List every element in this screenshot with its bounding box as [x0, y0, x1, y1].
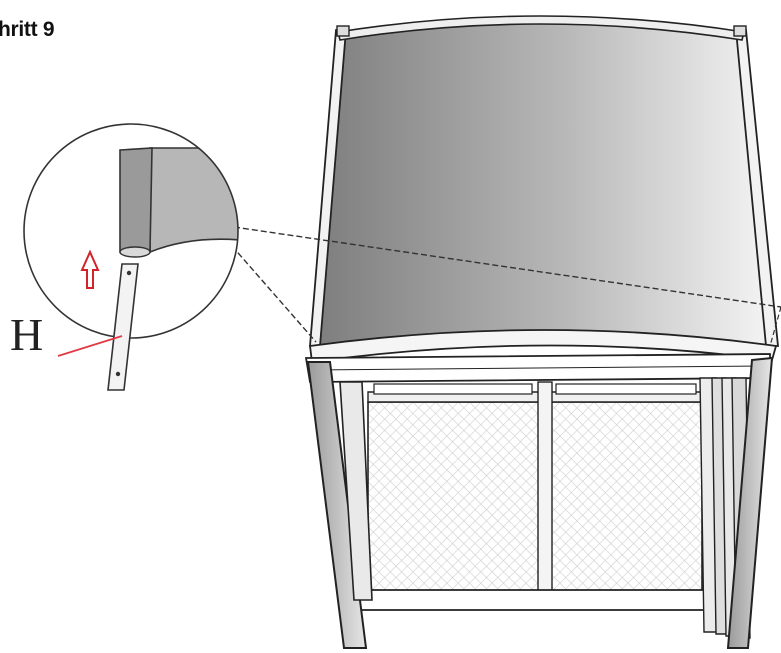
detail-callout-lines [231, 226, 781, 347]
roof-corner-cap-left [336, 25, 350, 37]
left-back-post [339, 381, 373, 601]
center-divider-post [537, 381, 553, 593]
step-title: hritt 9 [0, 18, 55, 41]
detail-tube [119, 147, 153, 253]
roof-panel [312, 16, 772, 354]
canopy-assembly [304, 15, 779, 649]
mesh-panel-left [367, 401, 541, 593]
left-front-post [306, 361, 368, 649]
mesh-panel-right [549, 401, 703, 593]
roof-top-edge [337, 15, 745, 41]
detail-magnifier [23, 123, 239, 339]
part-h-pointer [57, 335, 123, 357]
up-arrow-icon [80, 249, 100, 289]
part-label-h: H [10, 309, 44, 360]
strip-hole-bottom [115, 371, 121, 377]
roof-corner-cap-right [733, 25, 747, 37]
right-front-post [726, 356, 774, 649]
frame-bottom-rail [349, 589, 721, 611]
strip-hole-top [126, 270, 132, 276]
detail-roof-edge [149, 147, 238, 254]
part-h-strip [107, 263, 139, 391]
